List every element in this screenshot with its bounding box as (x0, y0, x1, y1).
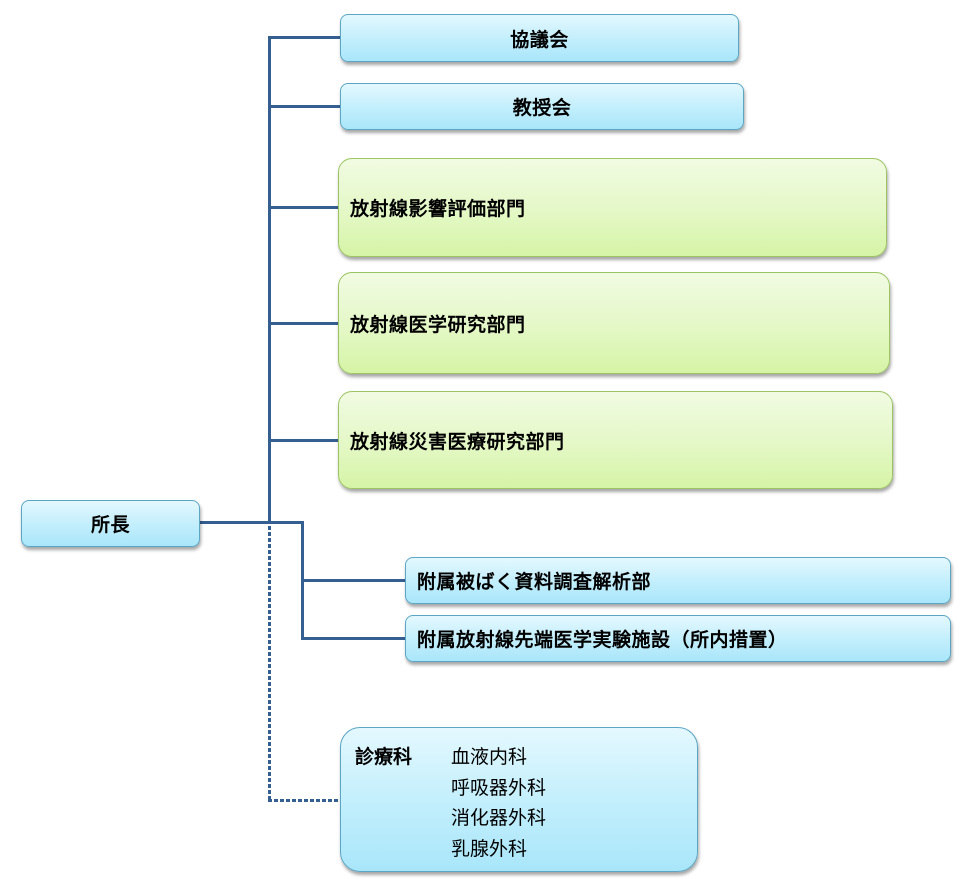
committee-label: 教授会 (512, 97, 572, 119)
director-node[interactable]: 所長 (21, 500, 200, 547)
connector-committee-1 (268, 36, 341, 39)
connector-division-3 (268, 439, 341, 442)
dotted-connector-clinic-vertical (268, 526, 271, 802)
clinic-department: 消化器外科 (451, 807, 547, 829)
main-trunk-line (268, 36, 271, 524)
clinic-department: 血液内科 (451, 746, 528, 768)
committee-node-council[interactable]: 協議会 (340, 14, 739, 62)
connector-committee-2 (268, 105, 341, 108)
connector-root (200, 521, 304, 524)
attached-label: 附属被ばく資料調査解析部 (417, 571, 652, 593)
division-node-medical-research[interactable]: 放射線医学研究部門 (338, 272, 890, 374)
division-label: 放射線災害医療研究部門 (350, 430, 565, 453)
division-label: 放射線影響評価部門 (350, 198, 526, 220)
clinic-department-list: 血液内科 呼吸器外科 消化器外科 乳腺外科 (451, 742, 546, 864)
clinic-department: 呼吸器外科 (451, 776, 547, 799)
connector-attached-2 (301, 637, 406, 640)
division-node-effects-assessment[interactable]: 放射線影響評価部門 (338, 158, 887, 257)
attached-node-experimental-facility[interactable]: 附属放射線先端医学実験施設（所内措置） (405, 615, 951, 662)
director-label: 所長 (90, 514, 130, 536)
connector-division-1 (268, 206, 341, 209)
attached-label: 附属放射線先端医学実験施設（所内措置） (417, 629, 788, 651)
dotted-connector-clinic-horizontal (268, 799, 340, 802)
committee-node-faculty[interactable]: 教授会 (340, 83, 744, 130)
connector-attached-1 (301, 579, 406, 582)
connector-division-2 (268, 322, 341, 325)
clinic-title: 診療科 (355, 746, 413, 768)
committee-label: 協議会 (510, 28, 569, 51)
clinic-department: 乳腺外科 (451, 837, 528, 860)
division-label: 放射線医学研究部門 (350, 313, 526, 336)
division-node-disaster-medicine[interactable]: 放射線災害医療研究部門 (338, 391, 893, 489)
clinic-node[interactable]: 診療科 血液内科 呼吸器外科 消化器外科 乳腺外科 (340, 727, 698, 872)
attached-node-survey-analysis[interactable]: 附属被ばく資料調査解析部 (405, 557, 951, 604)
